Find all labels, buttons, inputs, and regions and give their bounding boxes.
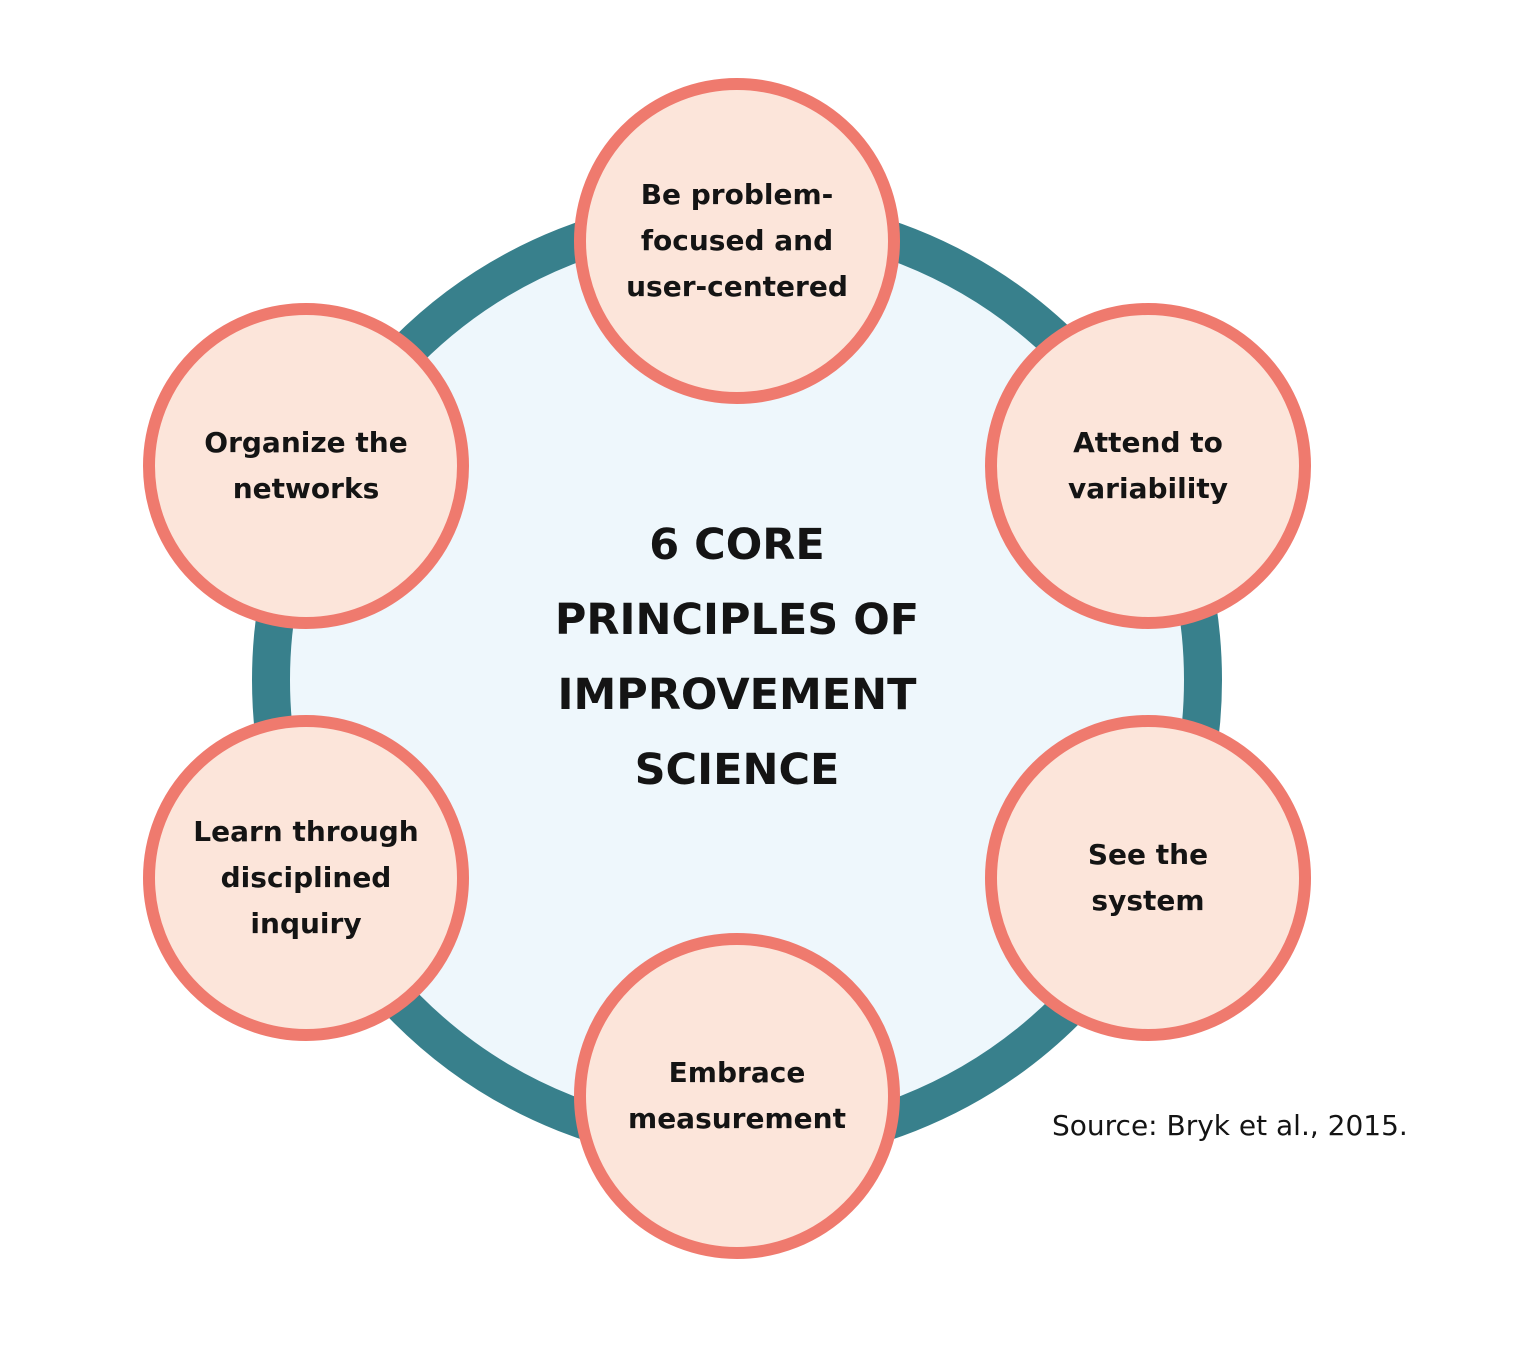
principle-label-line: networks	[232, 472, 380, 505]
principle-label-line: user-centered	[626, 270, 848, 303]
principle-node-variability: Attend to variability	[985, 303, 1311, 629]
principle-label-line: Organize the	[204, 426, 408, 459]
principle-label-line: Embrace	[668, 1056, 806, 1089]
principle-label-line: Attend to	[1073, 426, 1223, 459]
principle-label-line: measurement	[628, 1102, 846, 1135]
source-citation: Source: Bryk et al., 2015.	[1052, 1109, 1408, 1142]
center-title-line: SCIENCE	[634, 745, 840, 795]
principle-node-measurement: Embrace measurement	[574, 933, 900, 1259]
principle-label-line: disciplined	[220, 861, 392, 894]
center-title-line: IMPROVEMENT	[557, 670, 917, 720]
center-title-line: 6 CORE	[649, 520, 825, 570]
principle-node-networks: Organize the networks	[143, 303, 469, 629]
principle-label-line: See the	[1087, 838, 1209, 871]
principle-label-line: focused and	[640, 224, 834, 257]
center-title: 6 CORE PRINCIPLES OF IMPROVEMENT SCIENCE	[487, 508, 987, 808]
principle-label-line: Be problem-	[640, 178, 834, 211]
principle-node-problem-focused: Be problem- focused and user-centered	[574, 78, 900, 404]
principle-label-line: Learn through	[193, 815, 419, 848]
principle-node-system: See the system	[985, 715, 1311, 1041]
principle-label-line: inquiry	[250, 907, 362, 940]
principle-label-line: variability	[1068, 472, 1228, 505]
principle-node-disciplined-inquiry: Learn through disciplined inquiry	[143, 715, 469, 1041]
principle-label-line: system	[1091, 884, 1205, 917]
center-title-line: PRINCIPLES OF	[554, 595, 920, 645]
